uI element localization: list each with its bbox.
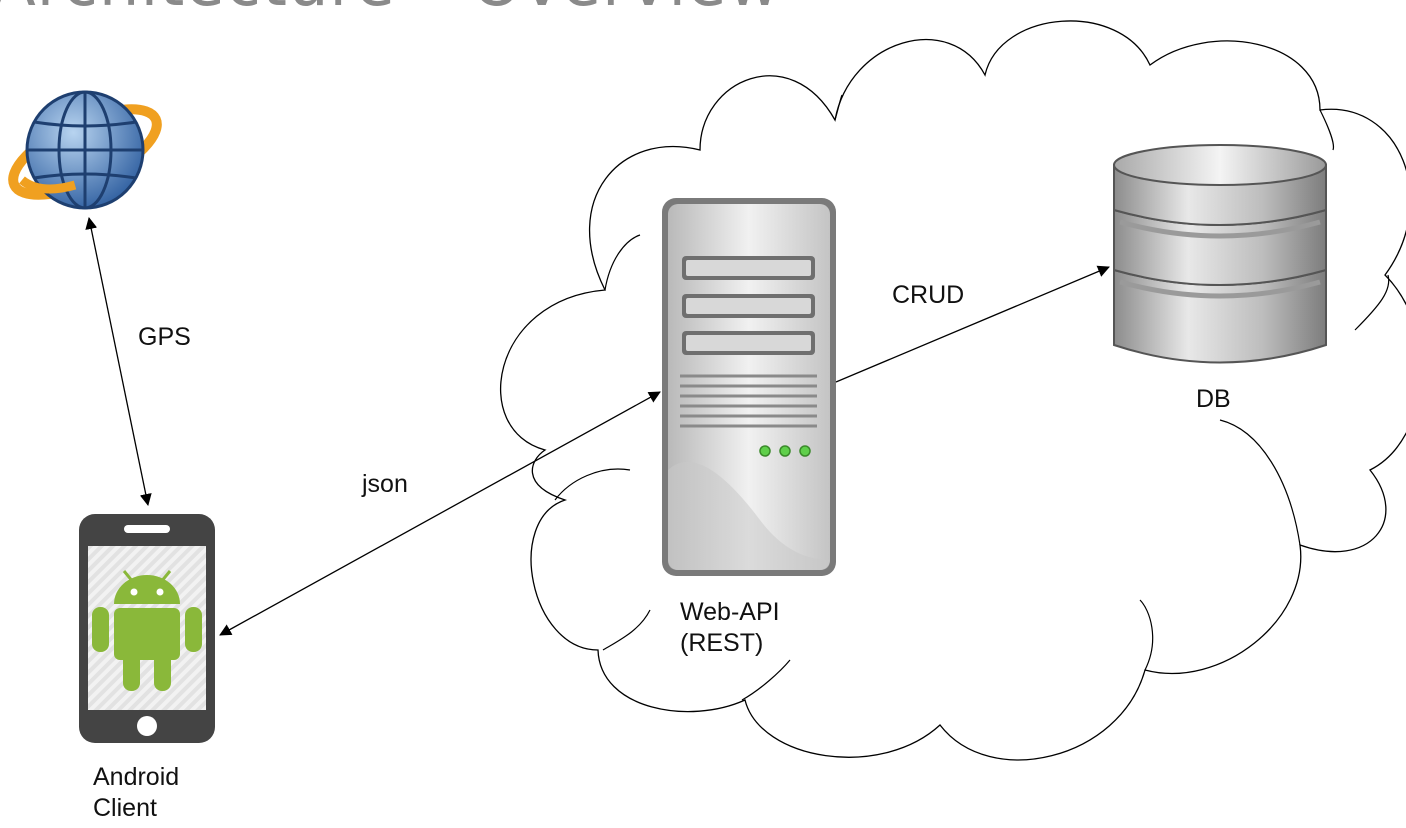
gps-edge	[85, 217, 152, 506]
android-label-line2: Client	[93, 794, 157, 822]
webapi-label-line2: (REST)	[680, 629, 764, 657]
database-icon	[1113, 144, 1327, 364]
db-label: DB	[1196, 385, 1231, 413]
webapi-label-line1: Web-API	[680, 598, 780, 626]
json-label: json	[362, 470, 408, 498]
crud-label: CRUD	[892, 281, 965, 309]
slide-title: Architecture – Overview	[0, 0, 781, 16]
webapi-label: Web-API (REST)	[680, 597, 780, 659]
json-edge	[219, 391, 661, 636]
android-label-line1: Android	[93, 763, 180, 791]
server-icon	[662, 198, 836, 576]
android-phone-icon	[79, 514, 215, 743]
globe-icon	[8, 90, 162, 210]
crud-edge	[835, 265, 1110, 383]
android-client-label: Android Client	[93, 762, 179, 824]
gps-label: GPS	[138, 323, 191, 351]
cloud-shape	[500, 20, 1406, 761]
